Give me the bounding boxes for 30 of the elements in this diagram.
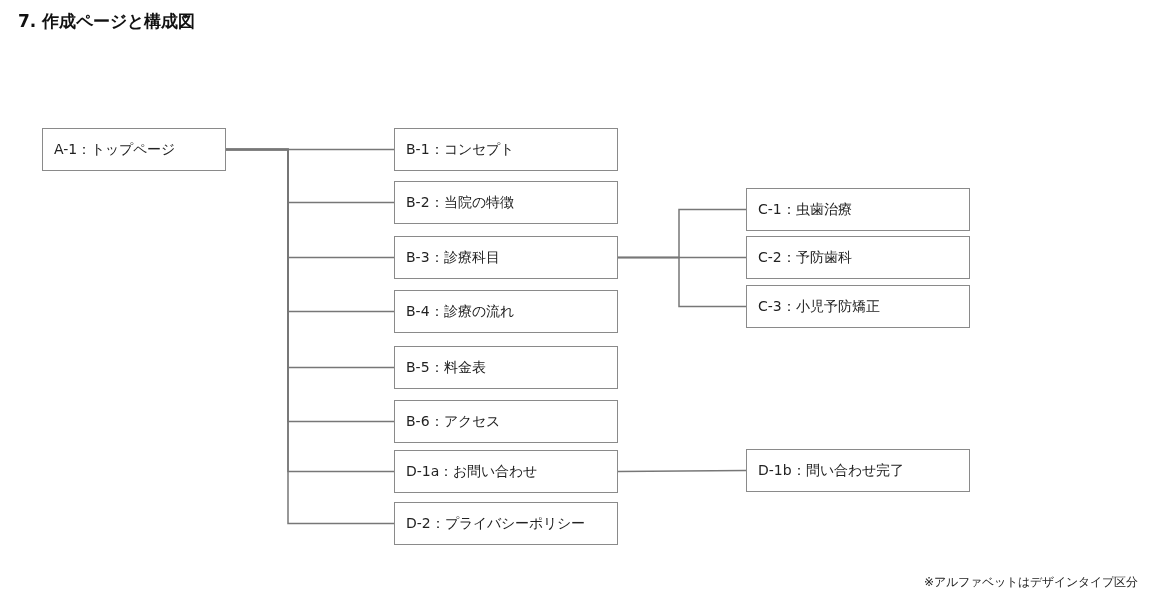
page-box: [394, 502, 618, 545]
connector-line: [617, 469, 747, 473]
page-box: [394, 290, 618, 333]
page-box: [746, 236, 970, 279]
page-label: C-2：予防歯科: [758, 248, 852, 267]
page-box: [394, 400, 618, 443]
page-label: D-2：プライバシーポリシー: [406, 514, 585, 533]
page-label: B-3：診療科目: [406, 248, 500, 267]
page-box: [746, 285, 970, 328]
page-label: C-3：小児予防矯正: [758, 297, 880, 316]
page-label: D-1a：お問い合わせ: [406, 462, 538, 481]
page-box: [42, 128, 226, 171]
page-box: [746, 188, 970, 231]
page-box: [746, 449, 970, 492]
page-box: [394, 236, 618, 279]
page-label: C-1：虫歯治療: [758, 200, 852, 219]
page-label: B-2：当院の特徴: [406, 193, 514, 212]
page-label: B-1：コンセプト: [406, 140, 514, 159]
page-box: [394, 181, 618, 224]
page-label: A-1：トップページ: [54, 140, 176, 159]
connector-line: [617, 256, 747, 308]
footnote: ※アルファベットはデザインタイプ区分: [923, 574, 1138, 591]
page-label: B-6：アクセス: [406, 412, 500, 431]
page-title: 7. 作成ページと構成図: [18, 10, 196, 33]
page-box: [394, 450, 618, 493]
page-label: B-5：料金表: [406, 358, 486, 377]
page-box: [394, 346, 618, 389]
page-box: [394, 128, 618, 171]
page-label: B-4：診療の流れ: [406, 302, 514, 321]
page-label: D-1b：問い合わせ完了: [758, 461, 904, 480]
